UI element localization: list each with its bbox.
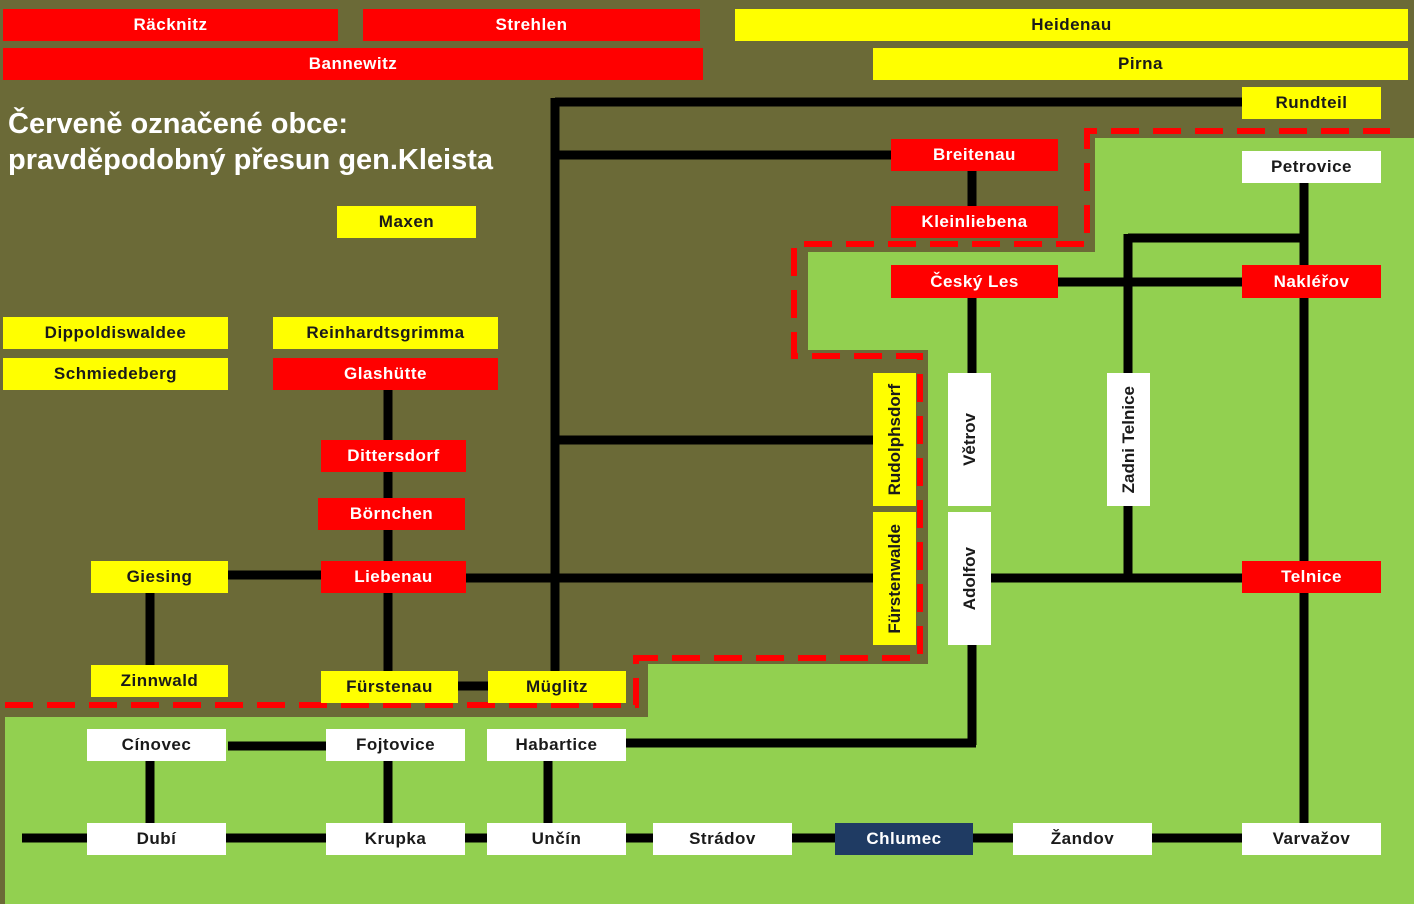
node-cinovec: Cínovec: [87, 729, 226, 761]
node-zandov: Žandov: [1013, 823, 1152, 855]
node-liebenau: Liebenau: [321, 561, 466, 593]
node-naklerov: Nakléřov: [1242, 265, 1381, 298]
node-zinnwald: Zinnwald: [91, 665, 228, 697]
node-dittersdorf: Dittersdorf: [321, 440, 466, 472]
node-strehlen: Strehlen: [363, 9, 700, 41]
node-giesing: Giesing: [91, 561, 228, 593]
node-muglitz: Müglitz: [488, 671, 626, 703]
node-vetrov-label: Větrov: [959, 413, 979, 466]
caption: Červeně označené obce: pravděpodobný pře…: [8, 106, 493, 178]
node-zadni-telnice-label: Zadni Telnice: [1118, 385, 1138, 494]
node-rudolphsdorf: Rudolphsdorf: [873, 373, 916, 506]
node-habartice: Habartice: [487, 729, 626, 761]
node-telnice: Telnice: [1242, 561, 1381, 593]
node-heidenau: Heidenau: [735, 9, 1408, 41]
node-varvazov: Varvažov: [1242, 823, 1381, 855]
node-racknitz: Räcknitz: [3, 9, 338, 41]
node-furstenau: Fürstenau: [321, 671, 458, 703]
node-furstenwalde-label: Fürstenwalde: [884, 523, 904, 634]
node-krupka: Krupka: [326, 823, 465, 855]
node-breitenau: Breitenau: [891, 139, 1058, 171]
node-bannewitz: Bannewitz: [3, 48, 703, 80]
node-rundteil: Rundteil: [1242, 87, 1381, 119]
node-fojtovice: Fojtovice: [326, 729, 465, 761]
caption-line-2: pravděpodobný přesun gen.Kleista: [8, 144, 494, 176]
node-adolfov: Adolfov: [948, 512, 991, 645]
green-area: [5, 138, 1414, 904]
boundary-dashed-line: [5, 128, 1390, 708]
node-chlumec: Chlumec: [835, 823, 973, 855]
node-cesky-les: Český Les: [891, 265, 1058, 298]
node-dippoldiswaldee: Dippoldiswaldee: [3, 317, 228, 349]
node-stradov: Strádov: [653, 823, 792, 855]
node-zadni-telnice: Zadni Telnice: [1107, 373, 1150, 506]
node-pirna: Pirna: [873, 48, 1408, 80]
node-glashutte: Glashütte: [273, 358, 498, 390]
caption-line-1: Červeně označené obce:: [8, 108, 349, 140]
node-adolfov-label: Adolfov: [959, 546, 979, 611]
node-bornchen: Börnchen: [318, 498, 465, 530]
node-kleinliebena: Kleinliebena: [891, 206, 1058, 238]
node-furstenwalde: Fürstenwalde: [873, 512, 916, 645]
node-petrovice: Petrovice: [1242, 151, 1381, 183]
node-reinhardtsgrimma: Reinhardtsgrimma: [273, 317, 498, 349]
node-vetrov: Větrov: [948, 373, 991, 506]
node-rudolphsdorf-label: Rudolphsdorf: [884, 383, 904, 496]
node-dubi: Dubí: [87, 823, 226, 855]
node-maxen: Maxen: [337, 206, 476, 238]
node-schmiedeberg: Schmiedeberg: [3, 358, 228, 390]
node-uncin: Unčín: [487, 823, 626, 855]
